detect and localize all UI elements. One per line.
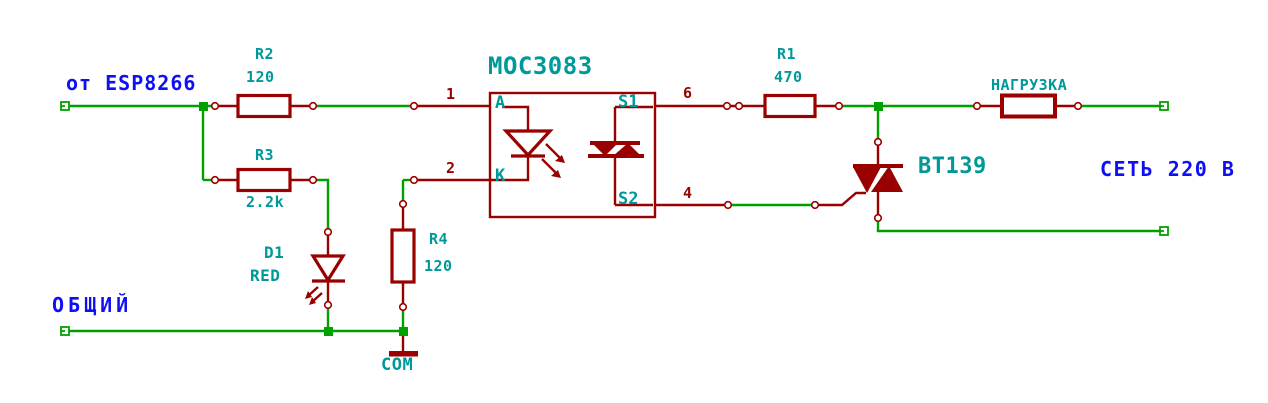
- resistor-r3[interactable]: [210, 167, 318, 193]
- junction-dot: [199, 102, 883, 336]
- opto-pin-number-6: 6: [683, 84, 693, 102]
- r1-value-label[interactable]: 470: [774, 68, 803, 86]
- d1-value-label[interactable]: RED: [250, 266, 281, 285]
- opto-pin-name-s1: S1: [618, 92, 639, 112]
- wire-r1-to-triac[interactable]: [841, 104, 975, 139]
- wire-cathode-to-r4[interactable]: [401, 178, 411, 201]
- net-label-mains[interactable]: СЕТЬ 220 В: [1100, 157, 1236, 181]
- opto-pin-name-a: A: [495, 93, 506, 113]
- triac-bt139[interactable]: [810, 137, 903, 223]
- r3-value-label[interactable]: 2.2k: [246, 193, 285, 211]
- r4-ref-label[interactable]: R4: [429, 230, 449, 248]
- r2-ref-label[interactable]: R2: [255, 45, 275, 63]
- r1-ref-label[interactable]: R1: [777, 45, 797, 63]
- resistor-r2[interactable]: [210, 93, 318, 119]
- led-d1[interactable]: [305, 227, 346, 310]
- r3-ref-label[interactable]: R3: [255, 146, 275, 164]
- opto-pin-number-1: 1: [446, 85, 456, 103]
- wire-triac-to-terminal[interactable]: [876, 220, 1160, 233]
- net-label-common[interactable]: ОБЩИЙ: [52, 293, 133, 317]
- d1-ref-label[interactable]: D1: [264, 243, 285, 262]
- r2-value-label[interactable]: 120: [246, 68, 275, 86]
- opto-name-label[interactable]: MOC3083: [488, 52, 593, 80]
- opto-pin-number-2: 2: [446, 159, 456, 177]
- led-emission-arrows: [305, 286, 323, 305]
- wire-r3-to-led[interactable]: [316, 178, 330, 229]
- ground-symbol[interactable]: [389, 336, 418, 357]
- triac-name-label[interactable]: BT139: [918, 154, 987, 179]
- opto-pin-name-s2: S2: [618, 189, 639, 209]
- opto-pin-number-4: 4: [683, 184, 693, 202]
- load-value-label[interactable]: НАГРУЗКА: [991, 76, 1068, 94]
- resistor-r4[interactable]: [390, 199, 416, 312]
- opto-pin-name-k: K: [495, 166, 506, 186]
- opto-internal-triac-icon: [588, 105, 653, 207]
- ground-label[interactable]: COM: [381, 355, 414, 375]
- r4-value-label[interactable]: 120: [424, 257, 453, 275]
- resistor-load[interactable]: [972, 93, 1083, 119]
- wire-net-input[interactable]: [69, 104, 212, 182]
- wire-entry-terminal[interactable]: [60, 101, 1169, 336]
- net-label-input[interactable]: от ESP8266: [66, 71, 197, 95]
- opto-internal-led-icon: [490, 105, 565, 182]
- resistor-r1[interactable]: [655, 93, 844, 119]
- optocoupler-moc3083[interactable]: [409, 91, 733, 219]
